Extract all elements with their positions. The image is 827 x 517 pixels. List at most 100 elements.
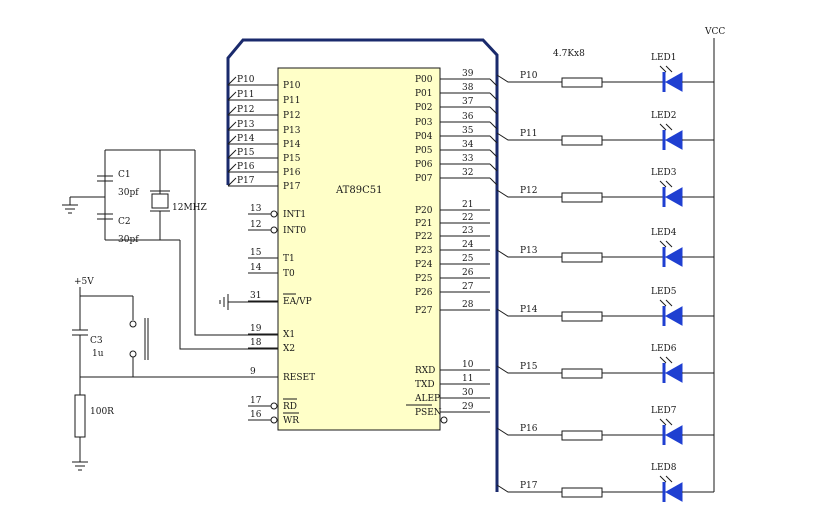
led-icon xyxy=(664,482,683,502)
supply-label: +5V xyxy=(74,277,94,287)
led-label: LED8 xyxy=(651,463,677,473)
left-pin-name: P17 xyxy=(283,182,301,192)
right-pin-number: 36 xyxy=(462,112,474,122)
left-pin-number: 19 xyxy=(250,324,262,334)
left-pin-number: 9 xyxy=(250,367,256,377)
c1-label: C1 xyxy=(118,170,131,180)
bus-label: P10 xyxy=(237,75,255,85)
switch-contact-top xyxy=(129,320,137,328)
right-pin-number: 27 xyxy=(462,282,474,292)
left-pin-name: RESET xyxy=(283,373,315,383)
led-icon xyxy=(664,363,683,383)
reset-circuit: +5V C3 1u 100R xyxy=(72,277,278,471)
left-pin-name: INT0 xyxy=(283,226,306,236)
right-pin-number: 25 xyxy=(462,254,474,264)
bus-label: P14 xyxy=(237,134,255,144)
right-pin-number: 23 xyxy=(462,226,474,236)
bus-label: P17 xyxy=(237,176,255,186)
led-net-label: P15 xyxy=(520,362,538,372)
left-pin-group: P10P11P12P13P14P15P16P17INT113INT012T115… xyxy=(248,81,315,426)
led-icon xyxy=(664,187,683,207)
left-pin-number: 13 xyxy=(250,204,262,214)
right-pin-number: 21 xyxy=(462,200,473,210)
led-net-label: P10 xyxy=(520,71,538,81)
resistor xyxy=(561,192,603,203)
led-row: P11 LED2 xyxy=(496,111,714,150)
left-pin-name: P12 xyxy=(283,111,301,121)
right-pin-name: PSEN xyxy=(415,408,442,418)
resistor xyxy=(561,135,603,146)
resistor xyxy=(561,430,603,441)
led-net-label: P12 xyxy=(520,186,538,196)
right-pin-name: ALEP xyxy=(414,394,440,404)
led-icon xyxy=(664,130,683,150)
left-pin-name: P14 xyxy=(283,140,301,150)
bus-label: P12 xyxy=(237,105,255,115)
led-row: P15 LED6 xyxy=(496,344,714,383)
left-pin-name: X2 xyxy=(283,344,295,354)
resistor xyxy=(561,252,603,263)
led-label: LED4 xyxy=(651,228,677,238)
bus-label: P16 xyxy=(237,162,255,172)
right-pin-number: 38 xyxy=(462,83,474,93)
right-pin-name: RXD xyxy=(415,366,435,376)
bus-label: P13 xyxy=(237,120,255,130)
right-pin-number: 37 xyxy=(462,97,474,107)
left-pin-name: INT1 xyxy=(283,210,306,220)
crystal-label: 12MHZ xyxy=(172,203,207,213)
led-icon xyxy=(664,247,683,267)
led-label: LED6 xyxy=(651,344,677,354)
right-pin-group: P0039P0138P0237P0336P0435P0534P0633P0732… xyxy=(406,69,498,424)
c3-value: 1u xyxy=(92,349,104,359)
c2-value: 30pf xyxy=(118,235,139,245)
led-label: LED1 xyxy=(651,53,677,63)
switch-contact-bottom xyxy=(129,350,137,358)
right-pin-number: 33 xyxy=(462,154,474,164)
right-pin-number: 24 xyxy=(462,240,474,250)
inverted-pin-bubble xyxy=(270,402,278,410)
right-pin-number: 28 xyxy=(462,300,474,310)
right-pin-number: 32 xyxy=(462,168,473,178)
bus-label: P11 xyxy=(237,90,255,100)
left-pin-name: P10 xyxy=(283,81,301,91)
right-pin-number: 11 xyxy=(462,374,473,384)
right-pin-number: 26 xyxy=(462,268,474,278)
left-pin-name: EA/VP xyxy=(283,297,312,307)
bus-label: P15 xyxy=(237,148,255,158)
led-label: LED7 xyxy=(651,406,677,416)
right-pin-name: P20 xyxy=(415,206,433,216)
left-pin-name: WR xyxy=(283,416,299,426)
led-net-label: P11 xyxy=(520,129,538,139)
right-pin-name: P05 xyxy=(415,146,433,156)
right-pin-number: 29 xyxy=(462,402,474,412)
left-pin-number: 12 xyxy=(250,220,261,230)
reset-resistor-label: 100R xyxy=(90,407,114,417)
left-pin-number: 16 xyxy=(250,410,262,420)
right-pin-number: 35 xyxy=(462,126,474,136)
left-pin-name: T0 xyxy=(283,269,295,279)
right-pin-name: P23 xyxy=(415,246,433,256)
right-pin-name: P24 xyxy=(415,260,433,270)
vcc-label: VCC xyxy=(704,27,725,37)
left-pin-number: 18 xyxy=(250,338,262,348)
resistor xyxy=(561,77,603,88)
right-pin-number: 22 xyxy=(462,213,473,223)
resistor xyxy=(561,311,603,322)
left-pin-number: 15 xyxy=(250,248,262,258)
right-pin-name: P06 xyxy=(415,160,433,170)
right-pin-name: P01 xyxy=(415,89,433,99)
led-icon xyxy=(664,306,683,326)
left-pin-number: 31 xyxy=(250,291,261,301)
c1-value: 30pf xyxy=(118,188,139,198)
right-pin-name: P27 xyxy=(415,306,433,316)
led-label: LED2 xyxy=(651,111,677,121)
right-pin-number: 30 xyxy=(462,388,474,398)
led-net-label: P14 xyxy=(520,305,538,315)
led-icon xyxy=(664,425,683,445)
right-pin-name: P26 xyxy=(415,288,433,298)
